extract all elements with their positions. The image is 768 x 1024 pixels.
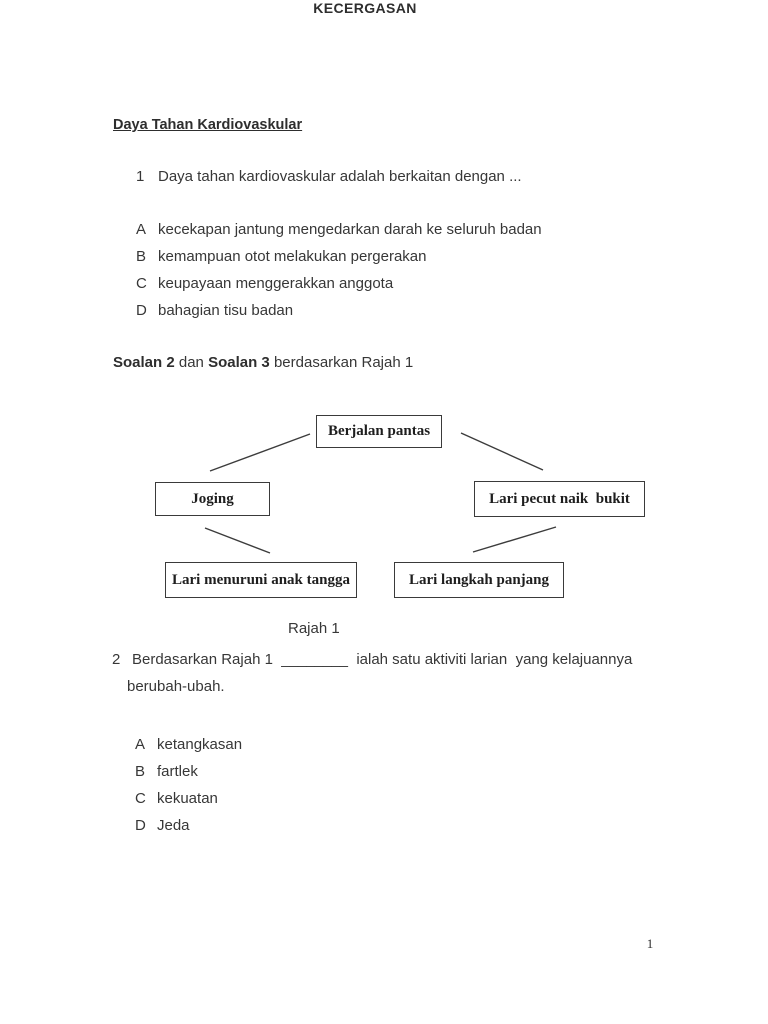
question-1-number: 1	[136, 168, 145, 185]
diagram-box-lari-pecut-naik-bukit: Lari pecut naik bukit	[474, 481, 645, 517]
page-title: KECERGASAN	[313, 0, 417, 16]
question-2-options: A ketangkasan B fartlek C kekuatan D Jed…	[135, 735, 242, 843]
option-row: D Jeda	[135, 816, 242, 836]
connector-line	[209, 433, 311, 472]
option-text: ketangkasan	[157, 736, 243, 753]
question-2-text-line-1: Berdasarkan Rajah 1 ________ ialah satu …	[132, 651, 633, 668]
diagram-box-lari-langkah-panjang: Lari langkah panjang	[394, 562, 564, 598]
option-letter: B	[136, 248, 147, 265]
option-letter: A	[135, 736, 146, 753]
instruction-rest: berdasarkan Rajah 1	[269, 354, 414, 371]
connector-line	[472, 526, 557, 553]
option-letter: B	[135, 763, 146, 780]
option-row: B fartlek	[135, 762, 242, 782]
option-row: B kemampuan otot melakukan pergerakan	[136, 247, 542, 267]
page-number: 1	[646, 936, 654, 951]
question-2-number: 2	[112, 651, 121, 668]
option-letter: C	[135, 790, 146, 807]
diagram-box-berjalan-pantas: Berjalan pantas	[316, 415, 442, 448]
diagram-caption: Rajah 1	[288, 620, 340, 637]
option-letter: D	[136, 302, 147, 319]
diagram-box-lari-menuruni-anak-tangga: Lari menuruni anak tangga	[165, 562, 357, 598]
option-text: kekuatan	[157, 790, 218, 807]
instruction-bold-1: Soalan 2	[113, 354, 175, 371]
question-1: 1 Daya tahan kardiovaskular adalah berka…	[136, 167, 522, 187]
question-2-text-line-2: berubah-ubah.	[127, 678, 225, 695]
option-text: bahagian tisu badan	[158, 302, 294, 319]
instruction-line: Soalan 2 dan Soalan 3 berdasarkan Rajah …	[113, 353, 413, 373]
option-text: keupayaan menggerakkan anggota	[158, 275, 394, 292]
diagram-box-joging: Joging	[155, 482, 270, 516]
option-text: kemampuan otot melakukan pergerakan	[158, 248, 427, 265]
option-row: D bahagian tisu badan	[136, 301, 542, 321]
option-row: A kecekapan jantung mengedarkan darah ke…	[136, 220, 542, 240]
option-letter: A	[136, 221, 147, 238]
option-row: C kekuatan	[135, 789, 242, 809]
option-text: Jeda	[157, 817, 190, 834]
option-letter: C	[136, 275, 147, 292]
option-text: kecekapan jantung mengedarkan darah ke s…	[158, 221, 542, 238]
option-row: C keupayaan menggerakkan anggota	[136, 274, 542, 294]
instruction-bold-2: Soalan 3	[208, 354, 270, 371]
question-1-text: Daya tahan kardiovaskular adalah berkait…	[158, 168, 522, 185]
connector-line	[204, 527, 271, 554]
option-text: fartlek	[157, 763, 198, 780]
question-1-options: A kecekapan jantung mengedarkan darah ke…	[136, 220, 542, 328]
option-row: A ketangkasan	[135, 735, 242, 755]
option-letter: D	[135, 817, 146, 834]
section-heading: Daya Tahan Kardiovaskular	[113, 117, 303, 133]
instruction-middle: dan	[174, 354, 209, 371]
connector-line	[460, 432, 544, 471]
